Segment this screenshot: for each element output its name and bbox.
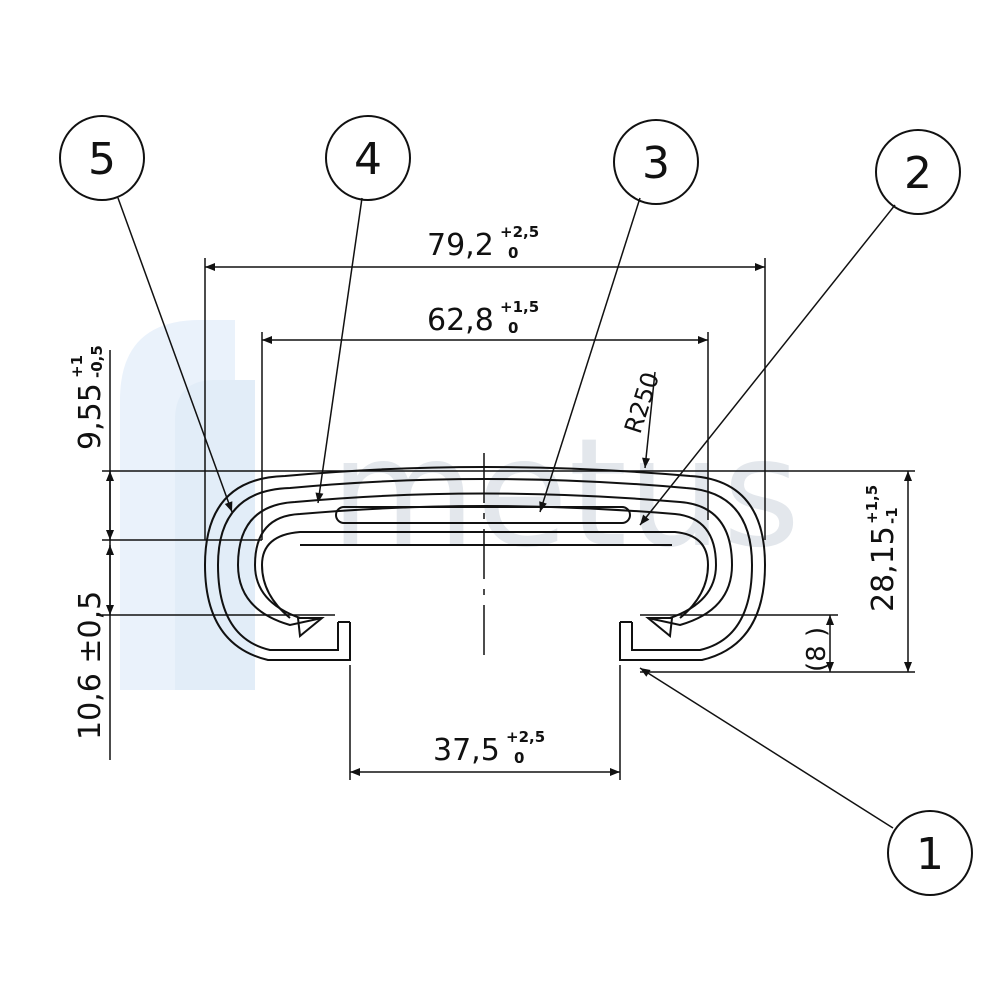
svg-text:-1: -1 bbox=[883, 507, 901, 524]
svg-text:79,2: 79,2 bbox=[427, 228, 494, 263]
svg-text:9,55: 9,55 bbox=[73, 383, 108, 450]
callout-2: 2 bbox=[875, 129, 961, 215]
svg-text:0: 0 bbox=[508, 319, 518, 337]
dim-flange: (8 ) bbox=[802, 627, 832, 672]
callout-5: 5 bbox=[59, 115, 145, 201]
profile-outer-shell bbox=[203, 466, 767, 661]
callout-label: 3 bbox=[642, 138, 670, 189]
svg-text:28,15: 28,15 bbox=[866, 526, 901, 612]
callout-label: 4 bbox=[354, 134, 382, 185]
callout-1: 1 bbox=[887, 810, 973, 896]
dim-top-thickness: 9,55 +1 -0,5 bbox=[68, 345, 108, 450]
svg-text:+1,5: +1,5 bbox=[500, 298, 539, 316]
svg-text:-0,5: -0,5 bbox=[88, 345, 106, 378]
center-slot bbox=[335, 506, 631, 524]
watermark-logo: metus bbox=[120, 320, 800, 690]
callout-4: 4 bbox=[325, 115, 411, 201]
svg-text:+2,5: +2,5 bbox=[506, 728, 545, 746]
dimension-lines bbox=[106, 263, 912, 776]
svg-text:(8 ): (8 ) bbox=[802, 627, 832, 672]
leader-lines bbox=[117, 197, 896, 829]
callout-label: 5 bbox=[88, 134, 116, 185]
svg-text:10,6 ±0,5: 10,6 ±0,5 bbox=[73, 591, 108, 740]
dim-opening-width: 37,5 +2,5 0 bbox=[433, 728, 545, 768]
svg-text:+2,5: +2,5 bbox=[500, 223, 539, 241]
callout-label: 2 bbox=[904, 148, 932, 199]
dim-overall-width: 79,2 +2,5 0 bbox=[427, 223, 539, 263]
extension-lines bbox=[102, 258, 915, 780]
svg-text:0: 0 bbox=[508, 244, 518, 262]
dim-lip-height: 10,6 ±0,5 bbox=[73, 591, 108, 740]
svg-text:+1: +1 bbox=[68, 355, 86, 378]
svg-text:0: 0 bbox=[514, 749, 524, 767]
callout-3: 3 bbox=[613, 119, 699, 205]
dim-inner-width: 62,8 +1,5 0 bbox=[427, 298, 539, 338]
svg-text:62,8: 62,8 bbox=[427, 303, 494, 338]
dim-overall-height: 28,15 +1,5 -1 bbox=[863, 485, 901, 612]
callout-label: 1 bbox=[916, 829, 944, 880]
svg-text:37,5: 37,5 bbox=[433, 733, 500, 768]
svg-text:+1,5: +1,5 bbox=[863, 485, 881, 524]
